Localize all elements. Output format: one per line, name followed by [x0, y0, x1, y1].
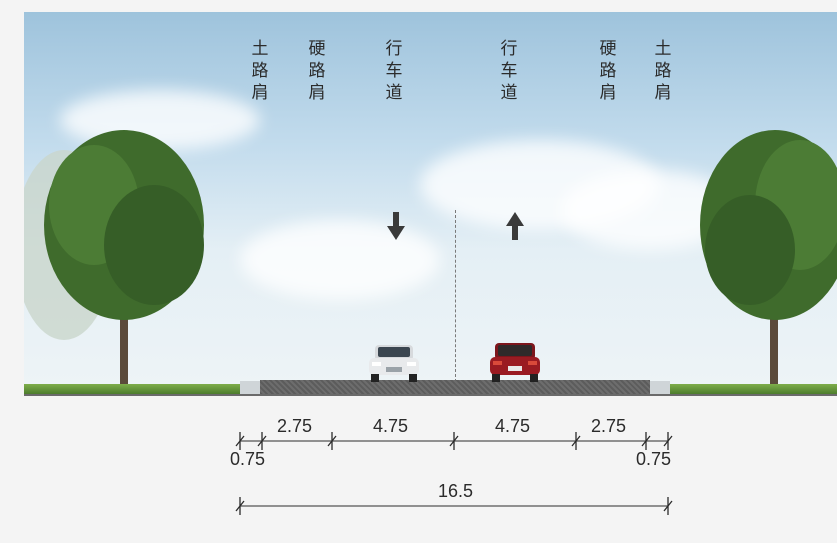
label-hard-shoulder-right: 硬 路 肩	[596, 38, 620, 104]
label-lane-left: 行 车 道	[382, 38, 406, 104]
label-char: 车	[385, 61, 403, 81]
curb-left	[240, 381, 262, 395]
car-red	[490, 343, 540, 382]
down-arrow-icon	[387, 212, 405, 240]
cloud	[240, 220, 440, 300]
label-char: 肩	[654, 83, 672, 103]
label-char: 道	[500, 83, 518, 103]
label-char: 肩	[308, 83, 326, 103]
dim-lane-left: 4.75	[373, 416, 409, 436]
label-lane-right: 行 车 道	[497, 38, 521, 104]
label-earth-shoulder-left: 土 路 肩	[248, 38, 272, 104]
car-white	[369, 345, 419, 382]
dim-total: 16.5	[438, 481, 474, 501]
label-char: 肩	[251, 83, 269, 103]
center-line	[455, 210, 456, 382]
grass-right	[668, 384, 837, 394]
label-char: 路	[654, 61, 672, 81]
label-char: 行	[500, 39, 518, 59]
label-char: 硬	[308, 39, 326, 59]
label-char: 路	[599, 61, 617, 81]
label-char: 硬	[599, 39, 617, 59]
label-char: 行	[385, 39, 403, 59]
label-earth-shoulder-right: 土 路 肩	[651, 38, 675, 104]
dim-lane-right: 4.75	[495, 416, 531, 436]
up-arrow-icon	[506, 212, 524, 240]
tree-left	[24, 130, 204, 390]
dim-hard-shoulder-right: 2.75	[591, 416, 627, 436]
tree-right	[700, 130, 837, 390]
dim-earth-shoulder-right: 0.75	[636, 449, 672, 469]
pavement	[260, 380, 650, 394]
grass-left	[24, 384, 242, 394]
label-char: 土	[251, 39, 269, 59]
label-hard-shoulder-left: 硬 路 肩	[305, 38, 329, 104]
label-char: 土	[654, 39, 672, 59]
ground-line	[24, 394, 837, 396]
label-char: 路	[308, 61, 326, 81]
label-char: 路	[251, 61, 269, 81]
dim-hard-shoulder-left: 2.75	[277, 416, 313, 436]
label-char: 道	[385, 83, 403, 103]
label-char: 车	[500, 61, 518, 81]
label-char: 肩	[599, 83, 617, 103]
dim-earth-shoulder-left: 0.75	[230, 449, 266, 469]
curb-right	[648, 381, 670, 395]
dim-ticks	[235, 432, 673, 515]
